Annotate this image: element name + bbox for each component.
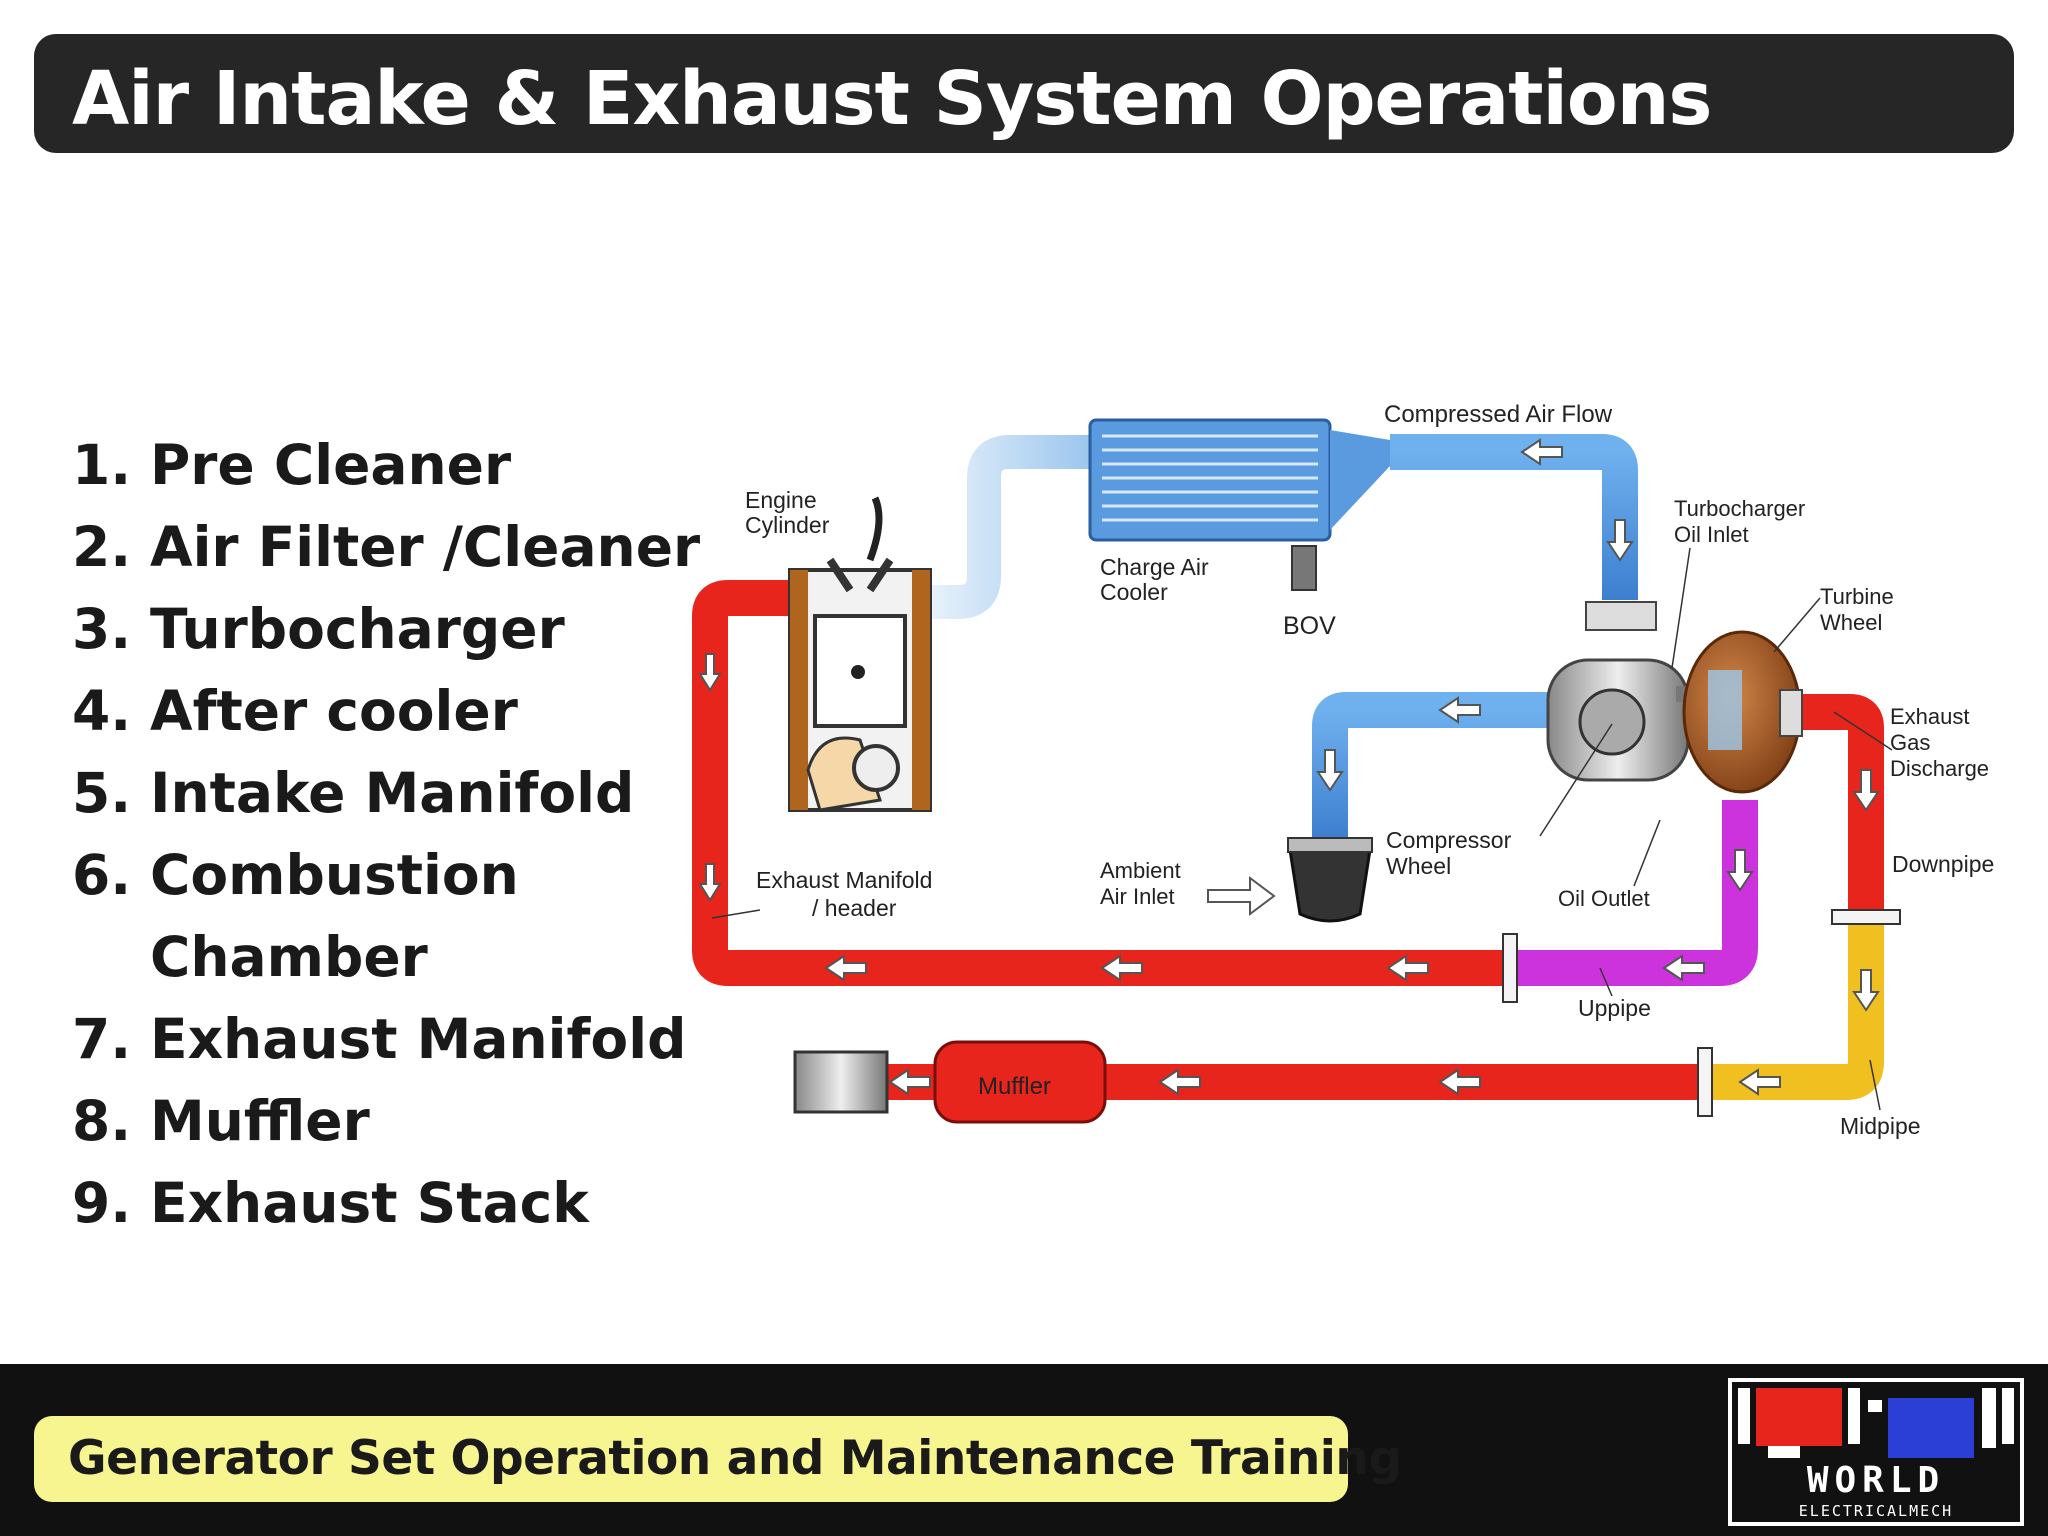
svg-text:WORLD: WORLD	[1807, 1460, 1945, 1501]
label-exhaust-gas-discharge: Discharge	[1890, 756, 1989, 781]
label-ambient-air-inlet: Air Inlet	[1100, 884, 1175, 909]
list-item: 7. Exhaust Manifold	[72, 998, 710, 1080]
list-label: Exhaust Stack	[150, 1171, 589, 1235]
turbo-system-diagram: Compressed Air Flow Engine Cylinder Char…	[692, 401, 1994, 1139]
midpipe	[1705, 910, 1884, 1100]
flow-arrows	[698, 438, 1880, 1096]
label-turbine-wheel: Turbine	[1820, 584, 1894, 609]
air-filter	[1287, 837, 1373, 923]
bov-valve	[1291, 545, 1317, 591]
flange	[1697, 1047, 1713, 1117]
muffler	[933, 1040, 1107, 1124]
exhaust-manifold-pipe	[692, 580, 1510, 986]
label-exhaust-gas-discharge: Exhaust	[1890, 704, 1970, 729]
cooler-end-cap	[1330, 430, 1390, 530]
list-number: 9.	[72, 1171, 132, 1235]
label-muffler: Muffler	[978, 1073, 1051, 1100]
label-compressor-wheel: Wheel	[1386, 853, 1451, 879]
label-exhaust-manifold: Exhaust Manifold	[756, 867, 932, 893]
label-turbine-wheel: Wheel	[1820, 610, 1882, 635]
list-number: 2.	[72, 515, 132, 579]
flange	[1831, 909, 1901, 925]
list-number: 4.	[72, 679, 132, 743]
label-bov: BOV	[1283, 612, 1336, 640]
turbocharger	[1546, 601, 1803, 794]
list-item: 4. After cooler	[72, 670, 710, 752]
list-item: 2. Air Filter /Cleaner	[72, 506, 710, 588]
svg-text:ELECTRICALMECH: ELECTRICALMECH	[1799, 1502, 1953, 1520]
compressed-air-pipe	[1390, 434, 1638, 600]
label-downpipe: Downpipe	[1892, 851, 1994, 877]
list-item: 6. Combustion Chamber	[72, 834, 710, 998]
list-number: 1.	[72, 433, 132, 497]
list-number: 6.	[72, 843, 132, 907]
label-oil-outlet: Oil Outlet	[1558, 886, 1650, 911]
label-charge-air-cooler: Charge Air	[1100, 554, 1209, 580]
list-item: 9. Exhaust Stack	[72, 1162, 710, 1244]
world-electricalmech-logo: WORLD ELECTRICALMECH	[1728, 1378, 2024, 1526]
list-item: 8. Muffler	[72, 1080, 710, 1162]
list-number: 5.	[72, 761, 132, 825]
intake-manifold-pipe	[930, 435, 1090, 619]
list-number: 3.	[72, 597, 132, 661]
compressor-inlet-pipe	[1312, 692, 1560, 840]
title-bar: Air Intake & Exhaust System Operations	[34, 34, 2014, 153]
cooler-fins	[1102, 434, 1318, 522]
list-label: Air Filter /Cleaner	[150, 515, 701, 579]
label-turbo-oil-inlet: Turbocharger	[1674, 496, 1805, 521]
footer-pill: Generator Set Operation and Maintenance …	[34, 1416, 1402, 1502]
label-midpipe: Midpipe	[1840, 1113, 1921, 1139]
list-number: 8.	[72, 1089, 132, 1153]
leader-lines	[711, 547, 1893, 1111]
downpipe	[1790, 694, 1884, 910]
component-list: 1. Pre Cleaner 2. Air Filter /Cleaner 3. Tu…	[72, 424, 710, 1244]
list-label: Muffler	[150, 1089, 370, 1153]
label-compressed-air-flow: Compressed Air Flow	[1384, 401, 1613, 428]
list-item: 3. Turbocharger	[72, 588, 710, 670]
label-engine-cylinder: Cylinder	[745, 512, 830, 538]
list-label: Turbocharger	[150, 597, 565, 661]
list-label: Intake Manifold	[150, 761, 635, 825]
page-title: Air Intake & Exhaust System Operations	[72, 56, 1712, 142]
label-uppipe: Uppipe	[1578, 995, 1651, 1021]
label-charge-air-cooler: Cooler	[1100, 579, 1168, 605]
footer-bar: Generator Set Operation and Maintenance …	[0, 1364, 2048, 1536]
label-compressor-wheel: Compressor	[1386, 827, 1512, 853]
list-number: 7.	[72, 1007, 132, 1071]
list-item: 5. Intake Manifold	[72, 752, 710, 834]
label-exhaust-gas-discharge: Gas	[1890, 730, 1930, 755]
list-label: After cooler	[150, 679, 518, 743]
engine-cylinder	[788, 496, 932, 812]
flange	[1502, 933, 1518, 1003]
label-exhaust-manifold: / header	[812, 895, 897, 921]
label-turbo-oil-inlet: Oil Inlet	[1674, 522, 1749, 547]
exhaust-stack-tip	[793, 1050, 889, 1114]
label-engine-cylinder: Engine	[745, 487, 817, 513]
list-item: 1. Pre Cleaner	[72, 424, 710, 506]
footer-training-label: Generator Set Operation and Maintenance …	[68, 1431, 1402, 1486]
list-label: Exhaust Manifold	[150, 1007, 687, 1071]
list-label: Combustion Chamber	[150, 843, 519, 989]
uppipe	[1510, 800, 1758, 986]
charge-air-cooler	[1088, 418, 1332, 542]
list-label: Pre Cleaner	[150, 433, 512, 497]
label-ambient-air-inlet: Ambient	[1100, 858, 1181, 883]
